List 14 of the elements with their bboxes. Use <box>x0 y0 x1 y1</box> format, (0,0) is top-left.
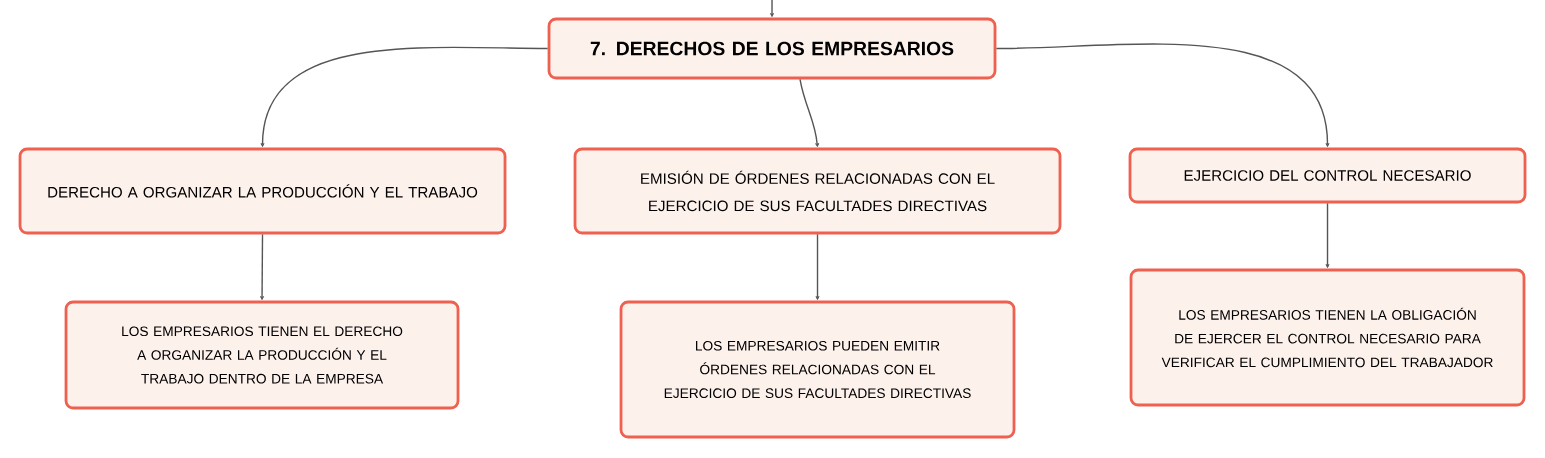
detail-box: LOS EMPRESARIOS TIENEN LA OBLIGACIÓN DE EJERCER EL CONTROL NECESARIO PARA VERIFICAR EL CUMPLIMIENTO DEL TRABAJADOR <box>1129 268 1526 407</box>
subtopic-box: DERECHO A ORGANIZAR LA PRODUCCIÓN Y EL TRABAJO <box>18 147 507 235</box>
arrow <box>260 233 265 301</box>
detail-box: LOS EMPRESARIOS PUEDEN EMITIR ÓRDENES RELACIONADAS CON EL EJERCICIO DE SUS FACULTADES DIRECTIVAS <box>619 300 1016 439</box>
subtopic-box: EMISIÓN DE ÓRDENES RELACIONADAS CON EL EJERCICIO DE SUS FACULTADES DIRECTIVAS <box>573 147 1062 235</box>
arrow <box>1325 202 1330 269</box>
arrow <box>815 233 820 301</box>
topic-box: 7. DERECHOS DE LOS EMPRESARIOS <box>547 17 997 80</box>
arrow <box>995 43 1330 148</box>
arrow <box>260 46 549 148</box>
arrow <box>799 78 820 148</box>
subtopic-box: EJERCICIO DEL CONTROL NECESARIO <box>1128 147 1527 204</box>
detail-box: LOS EMPRESARIOS TIENEN EL DERECHO A ORGANIZAR LA PRODUCCIÓN Y EL TRABAJO DENTRO DE LA EMPRESA <box>64 300 460 410</box>
arrow <box>770 0 774 18</box>
